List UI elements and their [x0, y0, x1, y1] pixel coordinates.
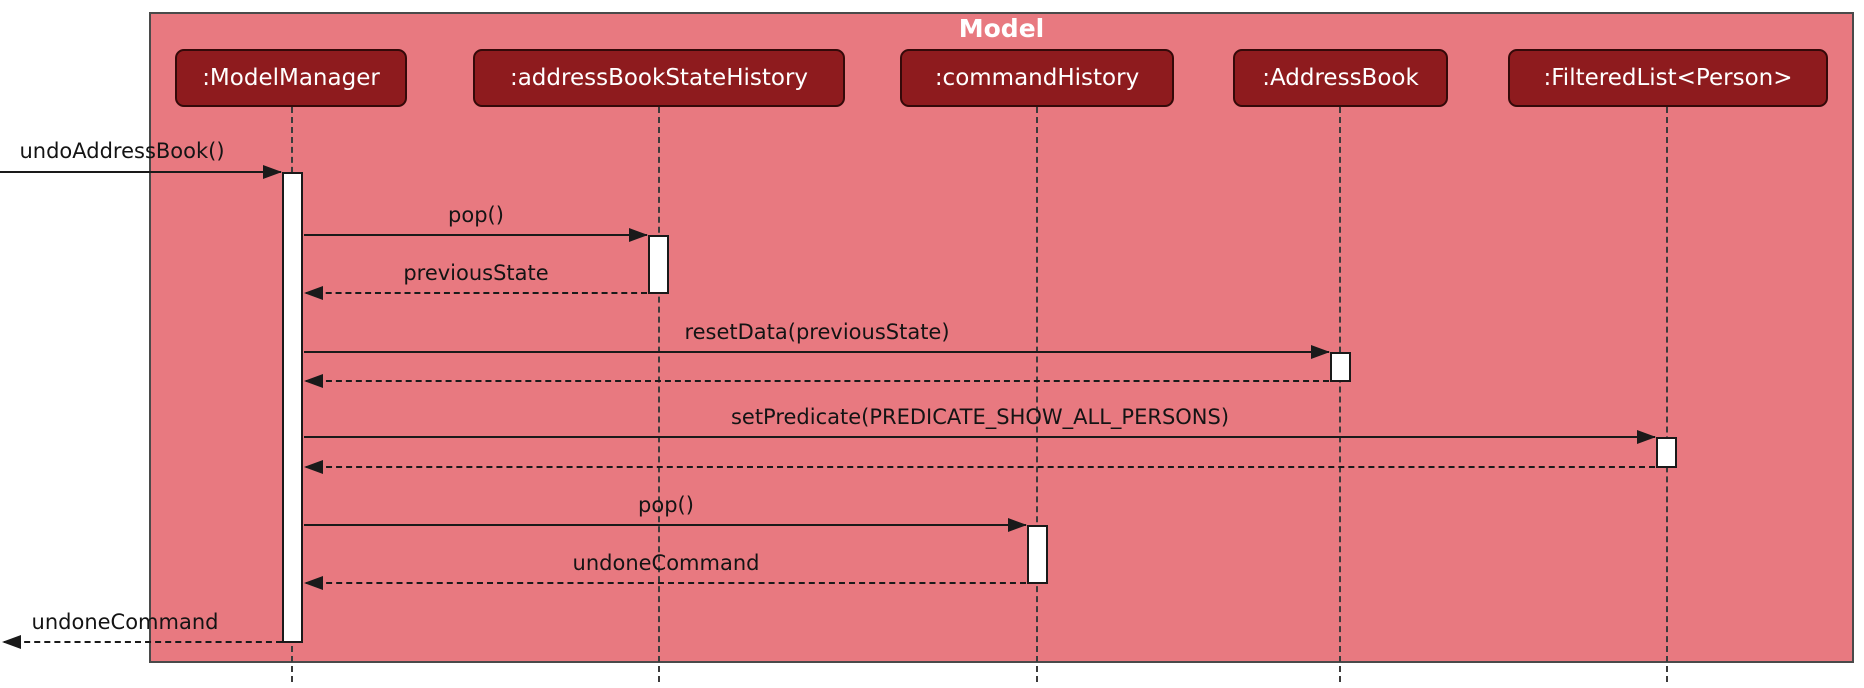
activation-modelmanager	[282, 172, 303, 643]
arrowhead-left-icon	[304, 576, 323, 590]
lifeline-commandhistory	[1036, 107, 1038, 682]
participant-addressbookstatehistory: :addressBookStateHistory	[473, 49, 845, 107]
message-label-undoaddressbook: undoAddressBook()	[19, 139, 225, 163]
participant-commandhistory-label: :commandHistory	[934, 65, 1140, 91]
message-label-undonecommand-return: undoneCommand	[572, 551, 760, 575]
frame-title: Model	[958, 14, 1045, 43]
lifeline-addressbook	[1339, 107, 1341, 682]
message-line-setpredicate	[304, 436, 1655, 438]
arrowhead-left-icon	[304, 460, 323, 474]
participant-modelmanager: :ModelManager	[175, 49, 407, 107]
message-label-resetdata: resetData(previousState)	[684, 320, 950, 344]
message-line-undoaddressbook	[0, 171, 281, 173]
participant-modelmanager-label: :ModelManager	[202, 65, 380, 91]
message-label-pop-commandhistory: pop()	[638, 493, 694, 517]
message-label-previousstate: previousState	[403, 261, 549, 285]
arrowhead-right-icon	[1637, 430, 1656, 444]
message-label-undonecommand-external: undoneCommand	[31, 610, 219, 634]
activation-addressbook	[1330, 352, 1351, 382]
model-frame	[149, 12, 1854, 663]
arrowhead-left-icon	[2, 635, 21, 649]
lifeline-addressbookstatehistory	[658, 107, 660, 682]
arrowhead-right-icon	[263, 165, 282, 179]
message-label-pop-statehistory: pop()	[448, 203, 504, 227]
participant-filteredlist-label: :FilteredList<Person>	[1543, 65, 1793, 91]
message-line-pop-statehistory	[304, 234, 647, 236]
participant-commandhistory: :commandHistory	[900, 49, 1174, 107]
activation-filteredlist	[1656, 437, 1677, 468]
message-line-undonecommand-return	[306, 582, 1026, 584]
arrowhead-left-icon	[304, 374, 323, 388]
arrowhead-right-icon	[1311, 345, 1330, 359]
message-label-setpredicate: setPredicate(PREDICATE_SHOW_ALL_PERSONS)	[730, 405, 1230, 429]
message-line-undonecommand-external	[4, 641, 282, 643]
activation-addressbookstatehistory	[648, 235, 669, 294]
participant-filteredlist: :FilteredList<Person>	[1508, 49, 1828, 107]
participant-addressbook-label: :AddressBook	[1262, 65, 1419, 91]
message-line-pop-commandhistory	[304, 524, 1026, 526]
arrowhead-left-icon	[304, 286, 323, 300]
message-line-resetdata	[304, 351, 1329, 353]
message-line-previousstate-return	[306, 292, 647, 294]
message-line-filteredlist-return	[306, 466, 1655, 468]
participant-addressbookstatehistory-label: :addressBookStateHistory	[509, 65, 809, 91]
participant-addressbook: :AddressBook	[1233, 49, 1448, 107]
arrowhead-right-icon	[1008, 518, 1027, 532]
message-line-addressbook-return	[306, 380, 1329, 382]
lifeline-filteredlist	[1666, 107, 1668, 682]
activation-commandhistory	[1027, 525, 1048, 584]
arrowhead-right-icon	[629, 228, 648, 242]
